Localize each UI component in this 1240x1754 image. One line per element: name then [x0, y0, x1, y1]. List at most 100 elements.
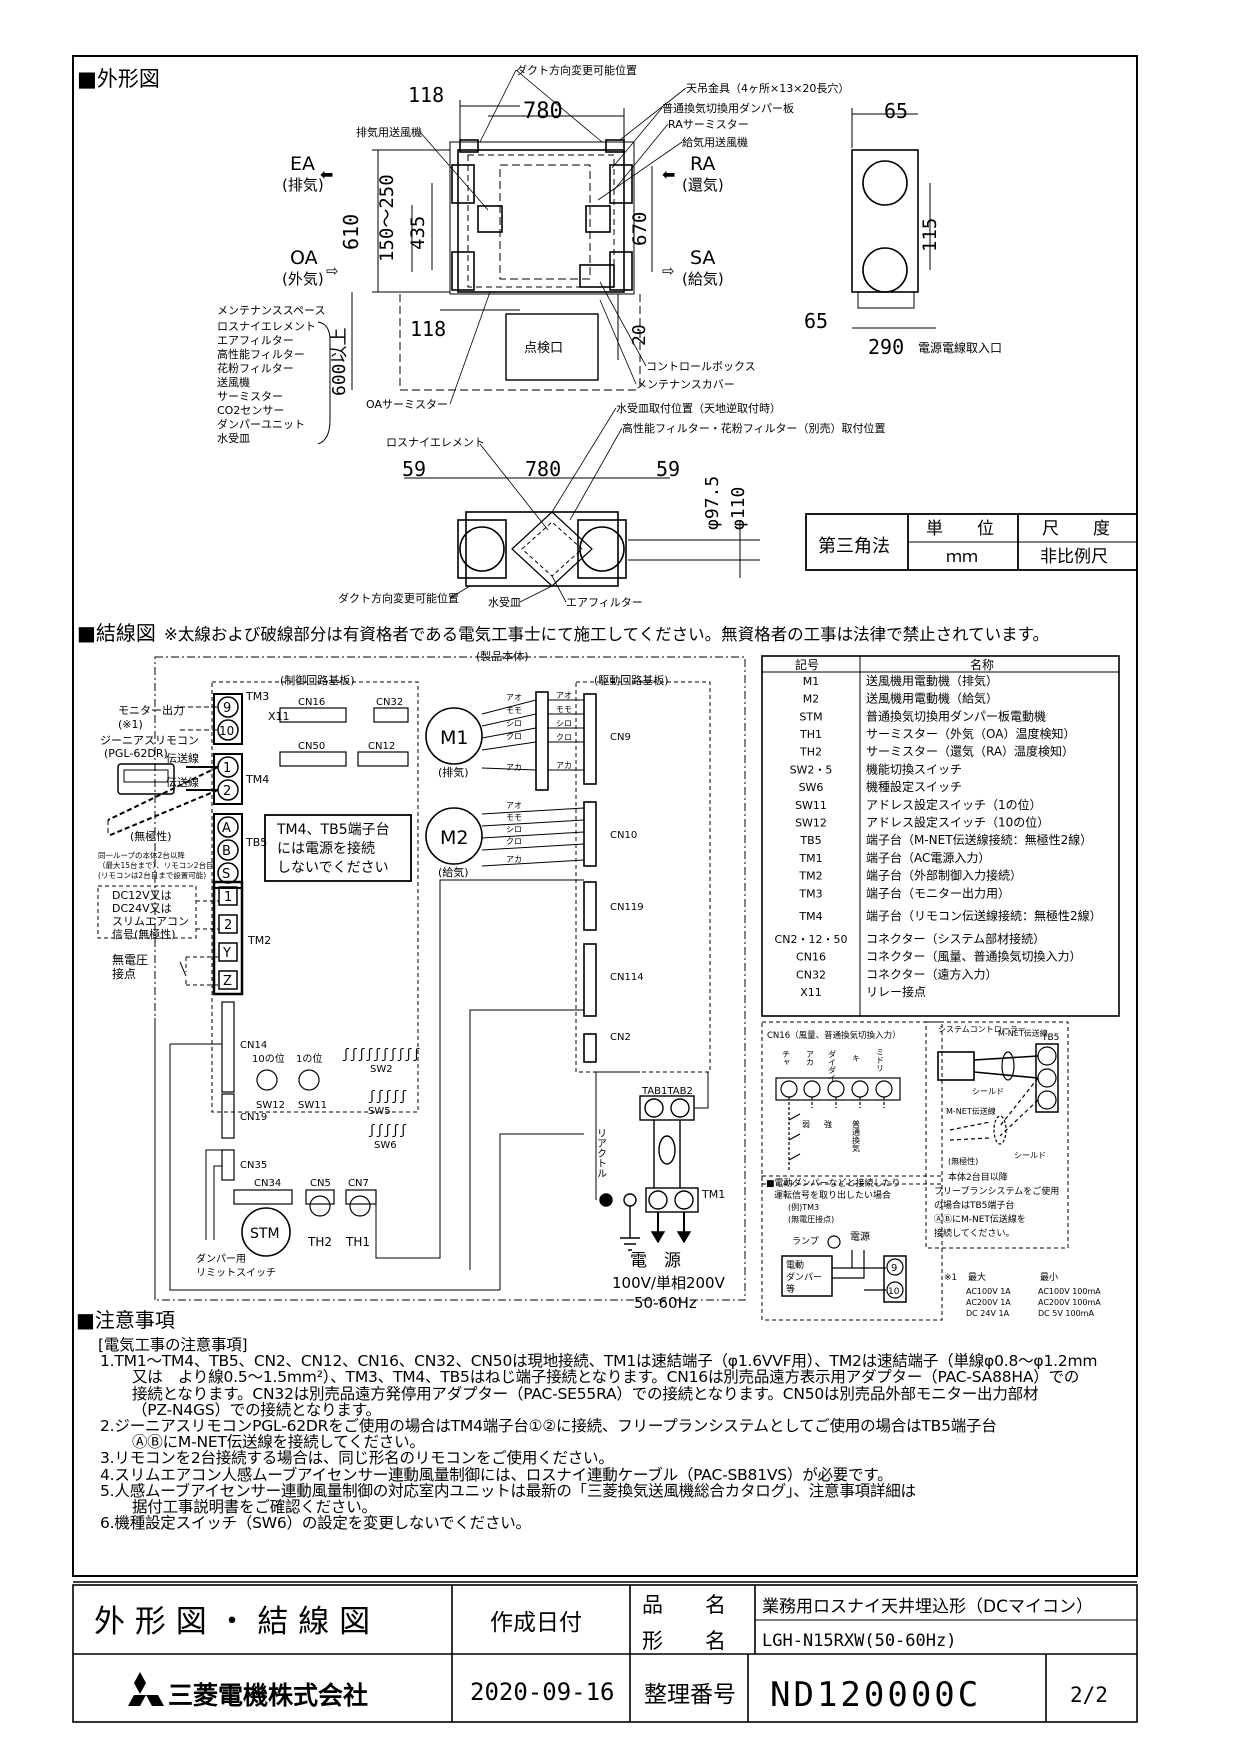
label-tm4: TM4	[245, 773, 269, 786]
term-s: S	[222, 867, 230, 882]
label-drain-pan-pos: 水受皿取付位置（天地逆取付時）	[616, 401, 781, 415]
legend-description: サーミスター（還気（RA）温度検知）	[866, 744, 1074, 759]
maint-space-6: サーミスター	[217, 390, 283, 403]
dc-note-0: DC12V又は	[112, 889, 172, 902]
cn16-pin-0: チャ	[782, 1050, 791, 1066]
dim-780-top: 780	[523, 99, 563, 124]
maint-space-2: エアフィルター	[217, 334, 294, 347]
damper-note-1: 運転信号を取り出したい場合	[774, 1189, 891, 1201]
dry-contact-0: 無電圧	[112, 952, 148, 967]
label-ra-sub: (還気)	[682, 176, 724, 194]
cn16-pins	[775, 1077, 901, 1170]
arrow-ra: ⬅	[662, 165, 675, 184]
term-9: 9	[223, 701, 231, 716]
nonpolar-sub: (無極性)	[948, 1156, 978, 1166]
arrow-oa: ⇨	[326, 262, 339, 280]
label-cn32: CN32	[376, 697, 403, 708]
warning-box-0: TM4、TB5端子台	[276, 822, 390, 838]
external-wires	[97, 706, 219, 1300]
maint-space-0: メンテナンススペース	[217, 304, 325, 317]
label-duct-change-2: ダクト方向変更可能位置	[338, 591, 459, 605]
title-product-label: 品 名	[642, 1593, 726, 1617]
label-control-box: コントロールボックス	[646, 360, 756, 373]
label-hanger: 天吊金具（4ヶ所×13×20長穴）	[686, 81, 849, 95]
title-product-name: 業務用ロスナイ天井埋込形（DCマイコン）	[762, 1597, 1093, 1617]
angle-unit-value: ｍｍ	[946, 547, 978, 566]
legend-symbol: TB5	[799, 834, 821, 847]
top-view	[449, 139, 635, 295]
label-cn34: CN34	[254, 1178, 281, 1189]
label-monitor-out: モニター出力	[118, 703, 184, 717]
product-body-boundary	[154, 656, 746, 1301]
label-element: ロスナイエレメント	[386, 436, 485, 449]
title-ref-no: ND120000C	[770, 1675, 981, 1715]
dim-670: 670	[629, 212, 651, 246]
control-board-boundary	[211, 681, 419, 1113]
dip-sw2: ʃʃʃʃʃʃʃʃʃʃ	[342, 1047, 420, 1062]
maint-space-4: 花粉フィルター	[217, 362, 294, 375]
sub-term-9: 9	[891, 1263, 897, 1274]
legend-symbol: TH1	[799, 728, 822, 741]
label-cn14: CN14	[240, 1040, 267, 1051]
tb5-label-sub: TB5	[1041, 1033, 1059, 1043]
damper-switch-1: リミットスイッチ	[196, 1267, 276, 1279]
tm4-warning-box	[264, 814, 412, 882]
label-pos10: 10の位	[252, 1052, 285, 1065]
damper-switch-0: ダンパー用	[196, 1252, 246, 1265]
damper-note-2: (例)TM3	[788, 1202, 819, 1212]
cn16-label-1: 強	[824, 1119, 833, 1129]
legend-description: 送風機用電動機（排気）	[866, 673, 998, 688]
damper-note-0: ■電動ダンパーなどと接続したり	[766, 1177, 901, 1189]
damper-box-2: 等	[786, 1283, 795, 1295]
angle-scale-value: 非比例尺	[1040, 547, 1108, 567]
label-exhaust-fan: 排気用送風機	[356, 125, 422, 139]
label-cn16: CN16	[298, 697, 325, 708]
legend-symbol: X11	[800, 986, 822, 999]
title-created-date: 2020-09-16	[470, 1678, 615, 1706]
legend-description: 機能切換スイッチ	[866, 761, 962, 776]
cn16-label-2: 普通換気	[852, 1119, 861, 1153]
label-cn119: CN119	[610, 902, 644, 913]
angle-table	[805, 513, 1138, 571]
legend-description: アドレス設定スイッチ（1の位）	[866, 797, 1042, 812]
legend-description: コネクター（風量、普通換気切換入力）	[866, 949, 1082, 964]
legend-symbol: TM3	[798, 887, 822, 900]
remote-note-1: （最大15台まで）、リモコン2台目	[98, 860, 214, 870]
legend-description: コネクター（遠方入力）	[866, 966, 998, 981]
legend-table-frame	[761, 655, 1120, 1017]
legend-symbol: TM4	[798, 910, 822, 923]
dim-115: 115	[919, 218, 941, 252]
title-block-frame	[72, 1584, 1138, 1723]
label-cn50: CN50	[298, 741, 325, 752]
motors	[425, 691, 597, 1063]
dim-110: φ110	[728, 487, 749, 530]
wire-color-m2-3: クロ	[506, 837, 522, 846]
label-remote-model: (PGL-62DR)	[104, 747, 168, 760]
legend-symbol: SW2・5	[790, 763, 833, 776]
damper-subdiagram-frame	[761, 1175, 943, 1321]
dim-600-plus: 600以上	[329, 327, 350, 396]
power-section	[595, 1071, 709, 1251]
wire-color-m1-3: クロ	[506, 732, 522, 741]
power-label-sub: 電源	[850, 1230, 870, 1243]
note-line-3: 3.リモコンを2台接続する場合は、同じ形名のリモコンをご使用ください。	[100, 1449, 614, 1468]
legend-symbol: SW11	[795, 799, 827, 812]
term-tm2-1: 1	[224, 890, 232, 905]
mnet-drawing	[937, 1043, 1059, 1145]
power-0: 電 源	[630, 1251, 681, 1271]
maxmin-min-2: DC 5V 100mA	[1038, 1309, 1094, 1318]
note-line-4: 4.スリムエアコン人感ムーブアイセンサー連動風量制御には、ロスナイ連動ケーブル（…	[100, 1465, 893, 1484]
mnet-label-top: M-NET伝送線	[998, 1028, 1048, 1038]
dim-97-5: φ97.5	[702, 476, 723, 530]
label-ra: RA	[690, 153, 715, 175]
maxmin-min-label: 最小	[1040, 1272, 1058, 1283]
control-connectors	[221, 707, 409, 1257]
tb5-note-0: 本体2台目以降	[948, 1171, 1008, 1183]
maint-space-8: ダンパーユニット	[217, 417, 305, 431]
label-tab1-tab2: TAB1TAB2	[641, 1086, 693, 1097]
legend-symbol: SW6	[799, 781, 824, 794]
warning-box-2: しないでください	[277, 860, 389, 876]
angle-unit-label: 単 位	[926, 519, 994, 539]
